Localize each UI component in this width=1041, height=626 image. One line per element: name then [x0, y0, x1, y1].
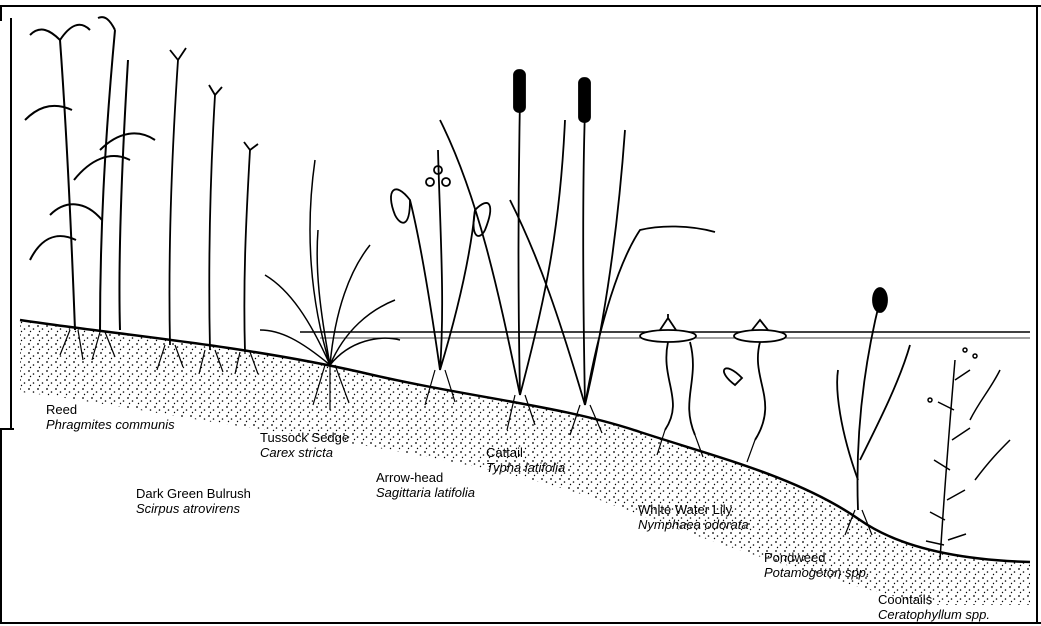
cattail-common-name: Cattail: [486, 445, 565, 460]
pondweed-plant: [837, 288, 910, 535]
label-sedge: Tussock Sedge Carex stricta: [260, 430, 349, 460]
lily-scientific-name: Nymphaea odorata: [638, 517, 749, 532]
pondweed-common-name: Pondweed: [764, 550, 870, 565]
label-reed: Reed Phragmites communis: [46, 402, 175, 432]
label-lily: White Water Lily Nymphaea odorata: [638, 502, 749, 532]
coontails-scientific-name: Ceratophyllum spp.: [878, 607, 990, 622]
reed-common-name: Reed: [46, 402, 175, 417]
bulrush-plant: [157, 48, 258, 374]
lily-plant: [640, 314, 786, 462]
pondweed-scientific-name: Potamogeton spp.: [764, 565, 870, 580]
arrowhead-plant: [391, 150, 490, 405]
label-pondweed: Pondweed Potamogeton spp.: [764, 550, 870, 580]
cattail-plant: [440, 70, 715, 435]
label-coontails: Coontails Ceratophyllum spp.: [878, 592, 990, 622]
lily-common-name: White Water Lily: [638, 502, 749, 517]
arrowhead-common-name: Arrow-head: [376, 470, 475, 485]
label-arrowhead: Arrow-head Sagittaria latifolia: [376, 470, 475, 500]
arrowhead-scientific-name: Sagittaria latifolia: [376, 485, 475, 500]
cattail-scientific-name: Typha latifolia: [486, 460, 565, 475]
sedge-scientific-name: Carex stricta: [260, 445, 349, 460]
reed-scientific-name: Phragmites communis: [46, 417, 175, 432]
coontails-common-name: Coontails: [878, 592, 990, 607]
bulrush-scientific-name: Scirpus atrovirens: [136, 501, 251, 516]
reed-plant: [25, 17, 155, 360]
coontails-plant: [926, 348, 1010, 560]
sedge-common-name: Tussock Sedge: [260, 430, 349, 445]
bulrush-common-name: Dark Green Bulrush: [136, 486, 251, 501]
label-bulrush: Dark Green Bulrush Scirpus atrovirens: [136, 486, 251, 516]
label-cattail: Cattail Typha latifolia: [486, 445, 565, 475]
